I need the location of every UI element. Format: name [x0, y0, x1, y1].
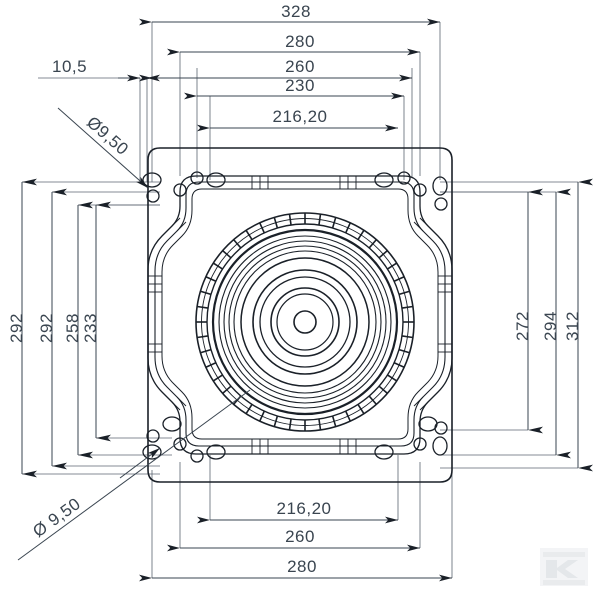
boss-ring-6 — [240, 257, 370, 387]
boss-center-hole — [293, 310, 317, 334]
bolt-hole-top-right — [434, 197, 448, 211]
dimension-label-294: 294 — [541, 311, 560, 341]
offset-dimension-group: 10,5 — [52, 57, 160, 82]
boss-ring-10 — [276, 293, 334, 351]
bolt-hole-top-left — [146, 189, 160, 203]
bolt-hole-top-right-3 — [397, 171, 411, 185]
dimension-label-280-bottom: 280 — [287, 557, 317, 576]
dimension-label-328: 328 — [281, 2, 311, 21]
extension-lines — [22, 22, 578, 578]
bolt-hole-bottom-right-2 — [413, 437, 427, 451]
bolt-hole-bottom-left-2 — [173, 437, 187, 451]
bolt-hole-bottom-right — [434, 421, 448, 435]
slot-hole-top-right-1 — [432, 176, 448, 196]
bolt-hole-top-right-2 — [413, 183, 427, 197]
bolt-hole-top-left-2 — [173, 183, 187, 197]
slot-hole-bottom-left — [142, 444, 162, 460]
rib-crossties — [148, 176, 452, 454]
toothed-ring — [195, 212, 415, 432]
dimension-label-230: 230 — [285, 76, 315, 95]
watermark-logo — [540, 548, 588, 586]
slot-hole-bottom-left-4 — [206, 444, 226, 460]
dimension-label-21620-bottom: 216,20 — [277, 499, 332, 518]
plate-outline — [147, 147, 453, 483]
boss-ring-8 — [259, 276, 351, 368]
slot-hole-bottom-right — [374, 444, 394, 460]
dimension-label-272: 272 — [513, 311, 532, 341]
plate-inner-frame-inner — [161, 188, 439, 440]
dimension-label-292a: 292 — [7, 313, 26, 343]
dimension-label-21620-top: 216,20 — [273, 107, 328, 126]
bolt-hole-top-left-3 — [190, 171, 204, 185]
left-dimension-group: 292 292 258 233 — [7, 178, 111, 478]
leader-line-hole-bottom-left-arrow — [119, 447, 161, 479]
central-boss — [195, 212, 415, 432]
dimension-label-233: 233 — [81, 313, 100, 343]
boss-ring-5 — [233, 250, 377, 394]
right-dimension-group: 272 294 312 — [513, 178, 593, 472]
slot-hole-top-right — [374, 172, 394, 188]
ring-mid-arc — [201, 218, 409, 426]
dimension-label-258: 258 — [63, 313, 82, 343]
slot-hole-top-left-4 — [206, 172, 226, 188]
top-dimension-group: 328 280 260 230 216,20 — [139, 2, 440, 132]
dimension-label-260-bottom: 260 — [285, 527, 315, 546]
bolt-hole-bottom-left — [146, 429, 160, 443]
boss-ring-7 — [252, 269, 358, 375]
slot-hole-bottom-right-1 — [432, 436, 448, 456]
dimension-label-280-top: 280 — [285, 32, 315, 51]
bolt-hole-bottom-left-3 — [190, 449, 204, 463]
dimension-label-292b: 292 — [37, 313, 56, 343]
mounting-plate — [147, 147, 453, 483]
dimension-label-260-top: 260 — [285, 57, 315, 76]
boss-ring-4 — [228, 245, 382, 399]
slot-hole-bottom-left-3 — [162, 416, 182, 432]
leader-line-hole-bottom-left — [17, 389, 251, 561]
dimension-label-105: 10,5 — [52, 57, 87, 76]
dimension-label-312: 312 — [563, 311, 582, 341]
boss-ring-1 — [211, 228, 399, 416]
boss-ring-9 — [270, 287, 340, 357]
boss-ring-3 — [223, 240, 387, 404]
boss-ring-2 — [218, 235, 392, 409]
leader-line-hole-top-left — [57, 107, 149, 189]
corner-hole-group — [142, 171, 448, 463]
bottom-dimension-group: 216,20 260 280 — [139, 499, 452, 582]
